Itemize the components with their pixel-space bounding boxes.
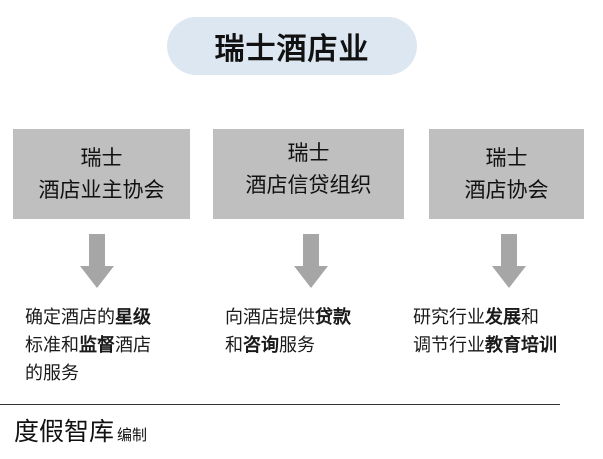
org-box-credit-organization: 瑞士 酒店信贷组织 [213, 129, 404, 219]
org-box-line1: 瑞士 [287, 141, 330, 165]
description-line: 确定酒店的星级 [25, 304, 151, 332]
description-line: 标准和监督酒店 [25, 332, 151, 360]
org-box-line1: 瑞士 [485, 146, 528, 170]
org-description-credit-organization: 向酒店提供贷款和咨询服务 [225, 304, 351, 360]
footer-suffix: 编制 [117, 426, 148, 444]
org-box-line2: 酒店业主协会 [38, 178, 165, 202]
description-text: 酒店 [115, 335, 151, 356]
description-line: 研究行业发展和 [413, 304, 557, 332]
down-arrow-icon [80, 234, 114, 288]
org-box-line1: 瑞士 [80, 146, 123, 170]
description-text: 和 [521, 307, 539, 328]
description-line: 的服务 [25, 360, 151, 388]
title-pill: 瑞士酒店业 [167, 17, 417, 75]
footer-divider [0, 404, 560, 405]
org-description-hotel-association: 研究行业发展和调节行业教育培训 [413, 304, 557, 360]
description-line: 调节行业教育培训 [413, 332, 557, 360]
description-keyword: 贷款 [315, 307, 351, 328]
description-line: 向酒店提供贷款 [225, 304, 351, 332]
footer-credit: 度假智库编制 [14, 412, 147, 448]
description-text: 标准和 [25, 335, 79, 356]
description-text: 向酒店提供 [225, 307, 315, 328]
description-text: 和 [225, 335, 243, 356]
description-text: 的服务 [25, 363, 79, 384]
description-keyword: 教育培训 [485, 335, 557, 356]
description-text: 服务 [279, 335, 315, 356]
diagram-title: 瑞士酒店业 [214, 32, 370, 67]
description-keyword: 咨询 [243, 335, 279, 356]
org-description-owners-association: 确定酒店的星级标准和监督酒店的服务 [25, 304, 151, 388]
description-keyword: 星级 [115, 307, 151, 328]
description-text: 研究行业 [413, 307, 485, 328]
description-line: 和咨询服务 [225, 332, 351, 360]
footer-brand: 度假智库 [14, 417, 115, 446]
down-arrow-icon [492, 234, 526, 288]
org-box-owners-association: 瑞士 酒店业主协会 [13, 129, 190, 219]
down-arrow-icon [294, 234, 328, 288]
org-box-hotel-association: 瑞士 酒店协会 [429, 129, 584, 219]
description-text: 确定酒店的 [25, 307, 115, 328]
org-box-line2: 酒店信贷组织 [245, 173, 372, 197]
description-text: 调节行业 [413, 335, 485, 356]
org-box-line2: 酒店协会 [464, 178, 549, 202]
description-keyword: 发展 [485, 307, 521, 328]
description-keyword: 监督 [79, 335, 115, 356]
